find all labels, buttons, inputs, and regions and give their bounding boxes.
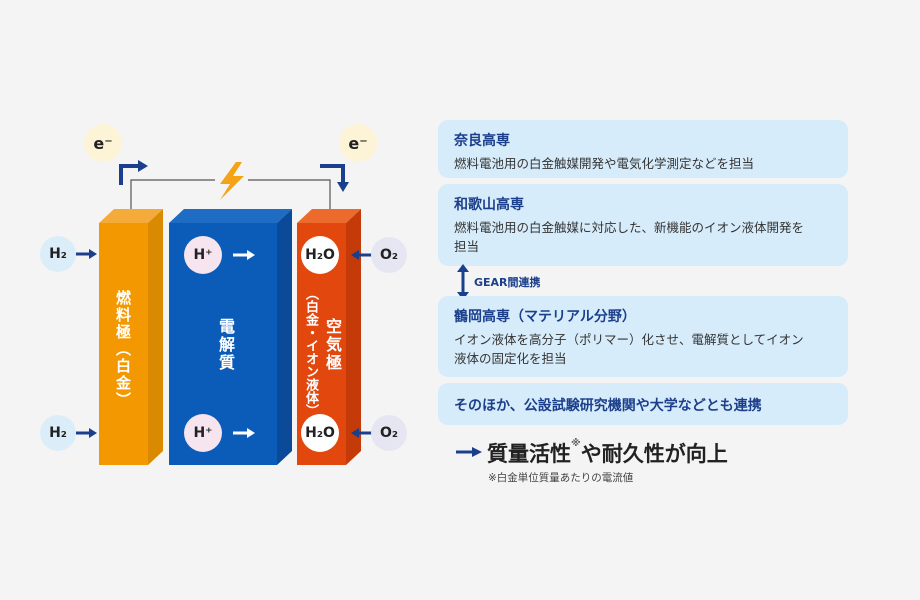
card-body: イオン液体を高分子（ポリマー）化させ、電解質としてイオン液体の固定化を担当 <box>454 332 804 366</box>
flow-arrow-icon <box>76 249 372 438</box>
anode-label: 燃料極（白金） <box>114 290 132 409</box>
hydrogen-circle: H₂ <box>40 236 76 272</box>
card-title: そのほか、公設試験研究機関や大学などとも連携 <box>454 398 762 414</box>
card-wakayama: 和歌山高専 燃料電池用の白金触媒に対応した、新機能のイオン液体開発を担当 <box>438 184 848 266</box>
electron-circle: e⁻ <box>339 124 377 162</box>
anode-column <box>99 209 163 465</box>
result-arrow-icon <box>456 447 482 457</box>
electrolyte-label: 電解質 <box>216 318 235 372</box>
cathode-label: 空気極 <box>323 318 342 372</box>
result-note: ※白金単位質量あたりの電流値 <box>488 472 634 484</box>
proton-circle: H⁺ <box>184 236 222 274</box>
water-circle: H₂O <box>301 414 339 452</box>
oxygen-circle: O₂ <box>371 415 407 451</box>
hydrogen-label: H₂ <box>49 246 67 262</box>
card-title: 鶴岡高専（マテリアル分野） <box>454 309 636 325</box>
oxygen-label: O₂ <box>379 425 399 441</box>
card-body: 燃料電池用の白金触媒に対応した、新機能のイオン液体開発を担当 <box>454 220 805 254</box>
hydrogen-circle: H₂ <box>40 415 76 451</box>
result-text-1: 質量活性 <box>487 442 571 466</box>
gear-label: GEAR間連携 <box>474 276 541 289</box>
water-label: H₂O <box>305 247 335 263</box>
oxygen-circle: O₂ <box>371 237 407 273</box>
card-title: 奈良高専 <box>454 133 510 149</box>
card-nara: 奈良高専 燃料電池用の白金触媒開発や電気化学測定などを担当 <box>438 120 848 178</box>
result-text-2: や耐久性が向上 <box>580 442 728 466</box>
card-title: 和歌山高専 <box>454 197 524 213</box>
card-body: 燃料電池用の白金触媒開発や電気化学測定などを担当 <box>454 156 755 171</box>
water-circle: H₂O <box>301 236 339 274</box>
proton-circle: H⁺ <box>184 414 222 452</box>
result-text: 質量活性※や耐久性が向上 <box>487 438 728 468</box>
electron-label: e⁻ <box>93 133 113 153</box>
electron-arrow-icon <box>119 160 349 192</box>
electron-label: e⁻ <box>348 133 368 153</box>
proton-label: H⁺ <box>193 247 213 263</box>
card-tsuruoka: 鶴岡高専（マテリアル分野） イオン液体を高分子（ポリマー）化させ、電解質としてイ… <box>438 296 848 377</box>
water-label: H₂O <box>305 425 335 441</box>
hydrogen-label: H₂ <box>49 425 67 441</box>
lightning-icon <box>220 162 244 200</box>
result-mark: ※ <box>571 438 581 449</box>
cathode-sub-label: （白金・イオン液体） <box>303 287 318 417</box>
double-arrow-icon <box>457 264 469 300</box>
proton-label: H⁺ <box>193 425 213 441</box>
card-others: そのほか、公設試験研究機関や大学などとも連携 <box>438 383 848 425</box>
oxygen-label: O₂ <box>379 247 399 263</box>
electron-circle: e⁻ <box>84 124 122 162</box>
